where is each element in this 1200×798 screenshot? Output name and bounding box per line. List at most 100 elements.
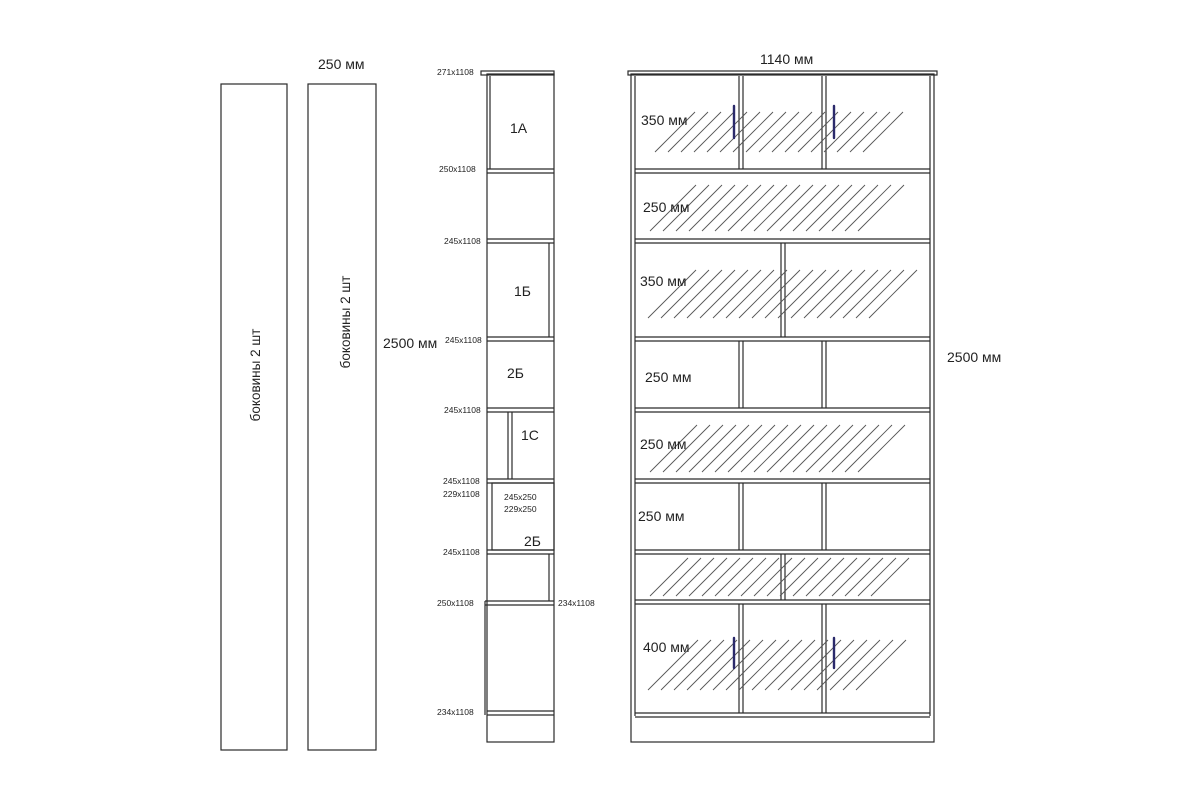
glass-hatch-line: [675, 184, 723, 232]
section-top-cap: [480, 70, 555, 76]
glass-hatch-line: [823, 111, 865, 153]
glass-hatch-line: [753, 184, 801, 232]
glass-hatch-line: [675, 557, 715, 597]
glass-hatch-line: [662, 557, 702, 597]
side-panel-right-label: боковины 2 шт: [338, 276, 353, 369]
glass-hatch-line: [818, 557, 858, 597]
row-1-label: 350 мм: [641, 112, 688, 128]
glass-hatch-line: [779, 424, 828, 473]
glass-hatch-line: [779, 557, 819, 597]
cut-label-7-right: 234x1108: [558, 598, 595, 608]
glass-hatch-line: [727, 184, 775, 232]
glass-hatch-line: [766, 424, 815, 473]
compartment-1c-label: 1С: [521, 427, 539, 443]
cut-label-bottom: 234x1108: [437, 707, 474, 717]
glass-hatch-line: [818, 424, 867, 473]
front-view: 350 мм 250 мм 350 мм 250 мм 250 мм 250 м…: [627, 51, 1001, 743]
glass-hatch-line: [701, 557, 741, 597]
glass-hatch-line: [649, 424, 698, 473]
glass-hatch-line: [740, 184, 788, 232]
side-panel-left-label: боковины 2 шт: [248, 329, 263, 422]
glass-hatch-line: [857, 424, 906, 473]
cut-label-3: 245x1108: [445, 335, 482, 345]
glass-hatch-line: [829, 269, 879, 319]
cut-label-5b: 229x1108: [443, 489, 480, 499]
glass-hatch-line: [797, 111, 839, 153]
glass-hatch-line: [712, 269, 762, 319]
glass-hatch-line: [688, 424, 737, 473]
glass-hatch-line: [831, 424, 880, 473]
glass-hatch-line: [816, 639, 868, 691]
glass-hatch-line: [862, 111, 904, 153]
side-panel-left: [220, 83, 288, 751]
glass-hatch-line: [649, 557, 689, 597]
glass-hatch-line: [649, 184, 697, 232]
glass-hatch-line: [805, 424, 854, 473]
cut-label-top: 271x1108: [437, 67, 474, 77]
row-3-label: 350 мм: [640, 273, 687, 289]
glass-hatch-line: [792, 557, 832, 597]
row-8-label: 400 мм: [643, 639, 690, 655]
glass-hatch-line: [831, 184, 879, 232]
glass-hatch-line: [836, 111, 878, 153]
front-body: [630, 73, 935, 743]
glass-hatch-line: [688, 557, 728, 597]
glass-hatch-line: [805, 557, 845, 597]
glass-hatch-line: [803, 639, 855, 691]
cut-label-6: 245x1108: [443, 547, 480, 557]
glass-hatch-line: [842, 639, 894, 691]
compartment-1b-label: 1Б: [514, 283, 531, 299]
glass-hatch-line: [675, 424, 724, 473]
glass-hatch-line: [712, 639, 764, 691]
glass-hatch-line: [686, 639, 738, 691]
glass-hatch-line: [790, 639, 842, 691]
glass-hatch-line: [699, 269, 749, 319]
row-5-label: 250 мм: [640, 436, 687, 452]
row-4-label: 250 мм: [645, 369, 692, 385]
glass-hatch-line: [647, 269, 697, 319]
glass-hatch-line: [725, 269, 775, 319]
glass-hatch-line: [688, 184, 736, 232]
glass-hatch-line: [764, 639, 816, 691]
glass-hatch-line: [784, 111, 826, 153]
glass-hatch-line: [844, 184, 892, 232]
side-panel-width-label: 250 мм: [318, 56, 365, 72]
glass-hatch-line: [740, 557, 780, 597]
glass-hatch-line: [751, 639, 803, 691]
compartment-2b-lower-label: 2Б: [524, 533, 541, 549]
cut-label-5: 245x1108: [443, 476, 480, 486]
front-height-label: 2500 мм: [947, 349, 1001, 365]
glass-hatch-line: [673, 639, 725, 691]
glass-hatch-line: [727, 557, 767, 597]
glass-hatch-line: [740, 424, 789, 473]
glass-hatch-line: [660, 269, 710, 319]
glass-hatch-line: [855, 269, 905, 319]
glass-hatch-line: [738, 269, 788, 319]
glass-hatch-line: [660, 639, 712, 691]
glass-hatch-line: [686, 269, 736, 319]
glass-hatch-line: [725, 639, 777, 691]
side-panel-right: [307, 83, 377, 751]
glass-hatch-line: [732, 111, 774, 153]
front-top-cap: [627, 70, 938, 76]
cut-label-4: 245x1108: [444, 405, 481, 415]
glass-hatch-line: [701, 424, 750, 473]
glass-hatch-line: [857, 184, 905, 232]
glass-hatch-line: [792, 424, 841, 473]
glass-hatch-line: [829, 639, 881, 691]
glass-hatch-line: [745, 111, 787, 153]
glass-hatch-line: [714, 424, 763, 473]
glass-hatch-line: [790, 269, 840, 319]
glass-hatch-line: [855, 639, 907, 691]
glass-hatch-line: [693, 111, 735, 153]
row-2-label: 250 мм: [643, 199, 690, 215]
glass-hatch-line: [673, 269, 723, 319]
glass-hatch-line: [844, 424, 893, 473]
glass-hatch-line: [662, 184, 710, 232]
glass-hatch-line: [719, 111, 761, 153]
glass-hatch-line: [849, 111, 891, 153]
glass-hatch-line: [667, 111, 709, 153]
glass-hatch-line: [701, 184, 749, 232]
